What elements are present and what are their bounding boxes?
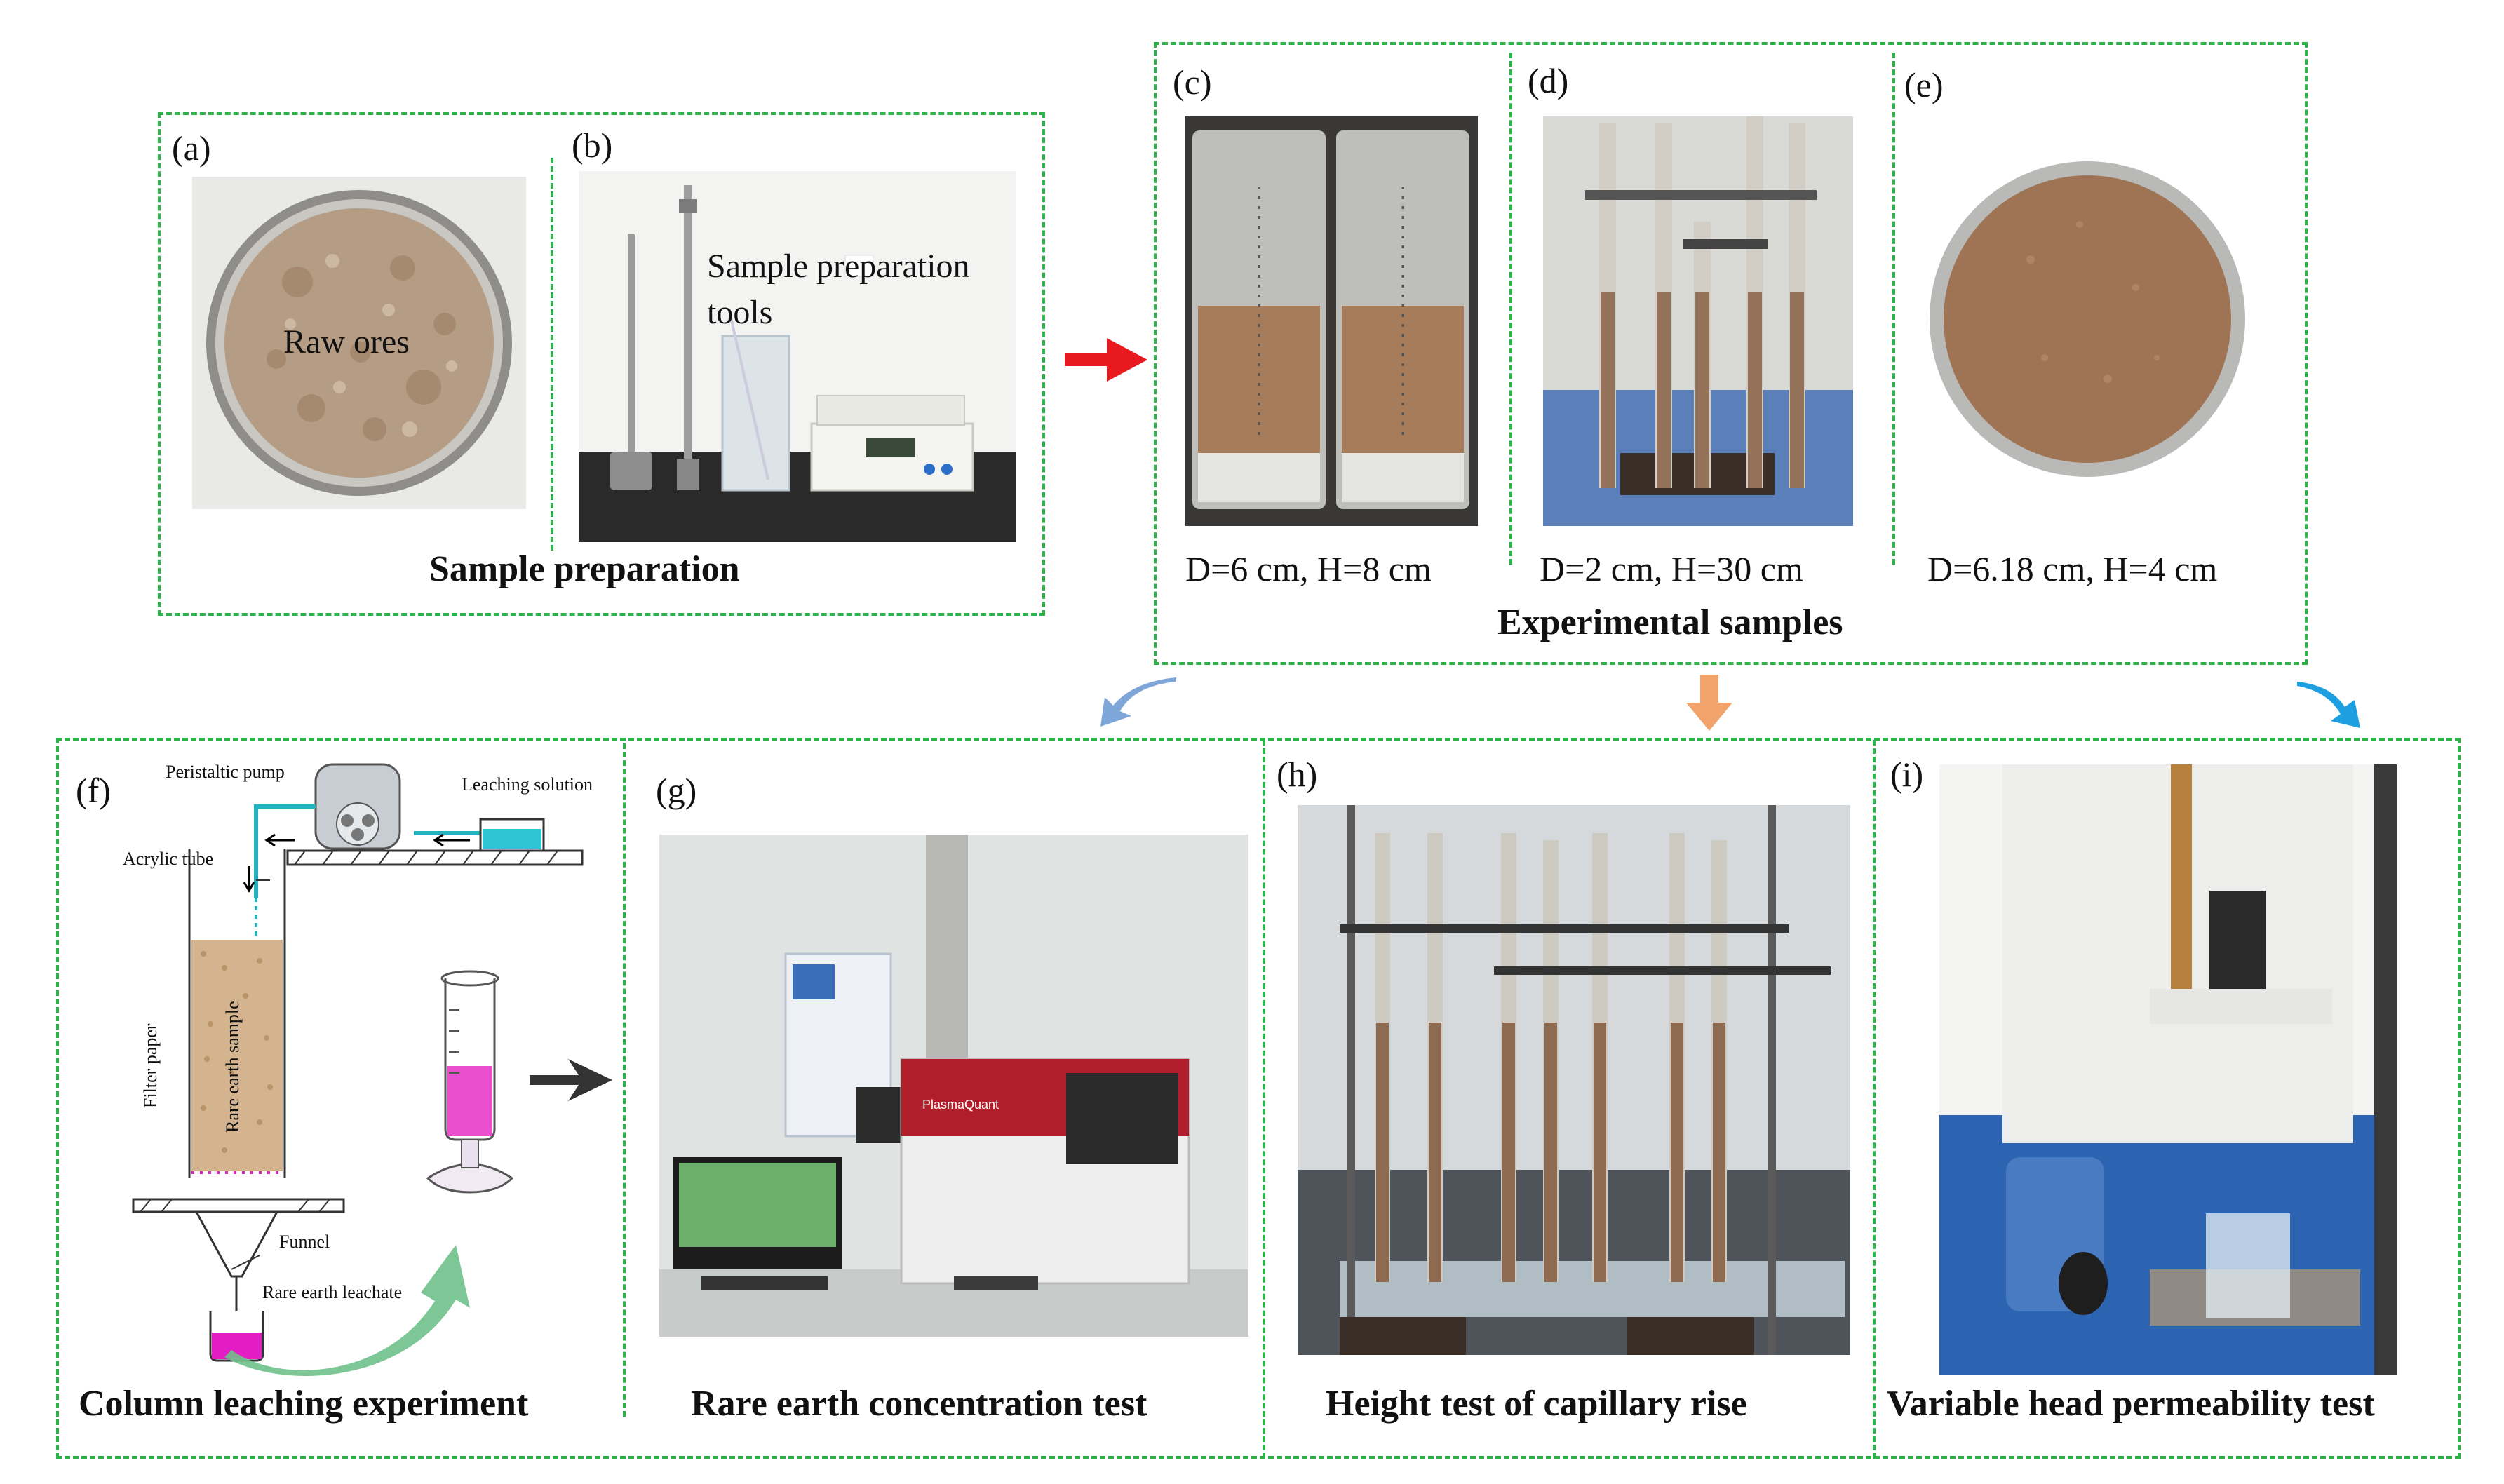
label-rare-earth-leachate: Rare earth leachate bbox=[262, 1282, 403, 1302]
panel-i-caption: Variable head permeability test bbox=[1887, 1384, 2375, 1424]
sample-preparation-title: Sample preparation bbox=[429, 549, 740, 589]
panel-a-label: (a) bbox=[172, 128, 211, 168]
label-leaching-solution: Leaching solution bbox=[462, 774, 593, 795]
ring-sample-photo bbox=[1925, 147, 2249, 491]
panel-f-label: (f) bbox=[76, 771, 111, 810]
long-column-samples-photo bbox=[1543, 116, 1853, 526]
curved-arrow-left-icon bbox=[1098, 677, 1178, 730]
dark-arrow-icon bbox=[530, 1055, 614, 1105]
panel-g-label: (g) bbox=[656, 771, 697, 810]
raw-ores-photo bbox=[192, 177, 526, 509]
panel-e-label: (e) bbox=[1904, 65, 1944, 104]
label-rare-earth-sample: Rare earth sample bbox=[222, 1001, 243, 1133]
panel-c-caption: D=6 cm, H=8 cm bbox=[1185, 549, 1432, 588]
panel-e-caption: D=6.18 cm, H=4 cm bbox=[1927, 549, 2218, 588]
column-leaching-schematic bbox=[119, 757, 610, 1389]
raw-ores-text: Raw ores bbox=[283, 323, 410, 360]
sample-preparation-box bbox=[158, 112, 1045, 616]
panel-d-label: (d) bbox=[1528, 61, 1569, 100]
panel-i-label: (i) bbox=[1890, 755, 1924, 794]
orange-arrow-icon bbox=[1686, 675, 1732, 731]
experiments-box bbox=[56, 738, 2461, 1459]
panel-f-caption: Column leaching experiment bbox=[79, 1384, 529, 1424]
label-funnel: Funnel bbox=[279, 1232, 330, 1252]
permeability-setup-photo bbox=[1939, 764, 2397, 1375]
panel-d-caption: D=2 cm, H=30 cm bbox=[1540, 549, 1803, 588]
panel-h-caption: Height test of capillary rise bbox=[1326, 1384, 1747, 1424]
icp-instrument-photo bbox=[659, 835, 1248, 1337]
bottom-divider-fg bbox=[623, 743, 626, 1417]
instrument-brand: PlasmaQuant bbox=[922, 1098, 999, 1112]
bottom-divider-gh bbox=[1263, 740, 1265, 1459]
panel-b-label: (b) bbox=[572, 126, 613, 165]
label-peristaltic-pump: Peristaltic pump bbox=[166, 762, 285, 782]
bottom-divider-hi bbox=[1873, 740, 1876, 1459]
tools-text-line2: tools bbox=[707, 294, 773, 331]
samples-divider-1 bbox=[1509, 53, 1512, 565]
label-acrylic-tube: Acrylic tube bbox=[123, 849, 214, 869]
curved-arrow-right-icon bbox=[2297, 680, 2367, 729]
red-arrow-icon bbox=[1065, 335, 1149, 384]
samples-divider-2 bbox=[1892, 53, 1895, 565]
preparation-tools-photo bbox=[579, 171, 1016, 542]
experimental-samples-box bbox=[1154, 42, 2308, 665]
experimental-samples-title: Experimental samples bbox=[1497, 602, 1843, 642]
column-samples-photo bbox=[1185, 116, 1478, 526]
panel-g-caption: Rare earth concentration test bbox=[691, 1384, 1147, 1424]
panel-h-label: (h) bbox=[1277, 755, 1318, 794]
tools-text-line1: Sample preparation bbox=[707, 248, 970, 285]
label-filter-paper: Filter paper bbox=[140, 1023, 161, 1108]
capillary-rise-photo bbox=[1298, 805, 1850, 1355]
panel-c-label: (c) bbox=[1173, 62, 1212, 102]
green-curved-arrow-icon bbox=[224, 1217, 505, 1385]
prep-divider bbox=[551, 158, 553, 551]
